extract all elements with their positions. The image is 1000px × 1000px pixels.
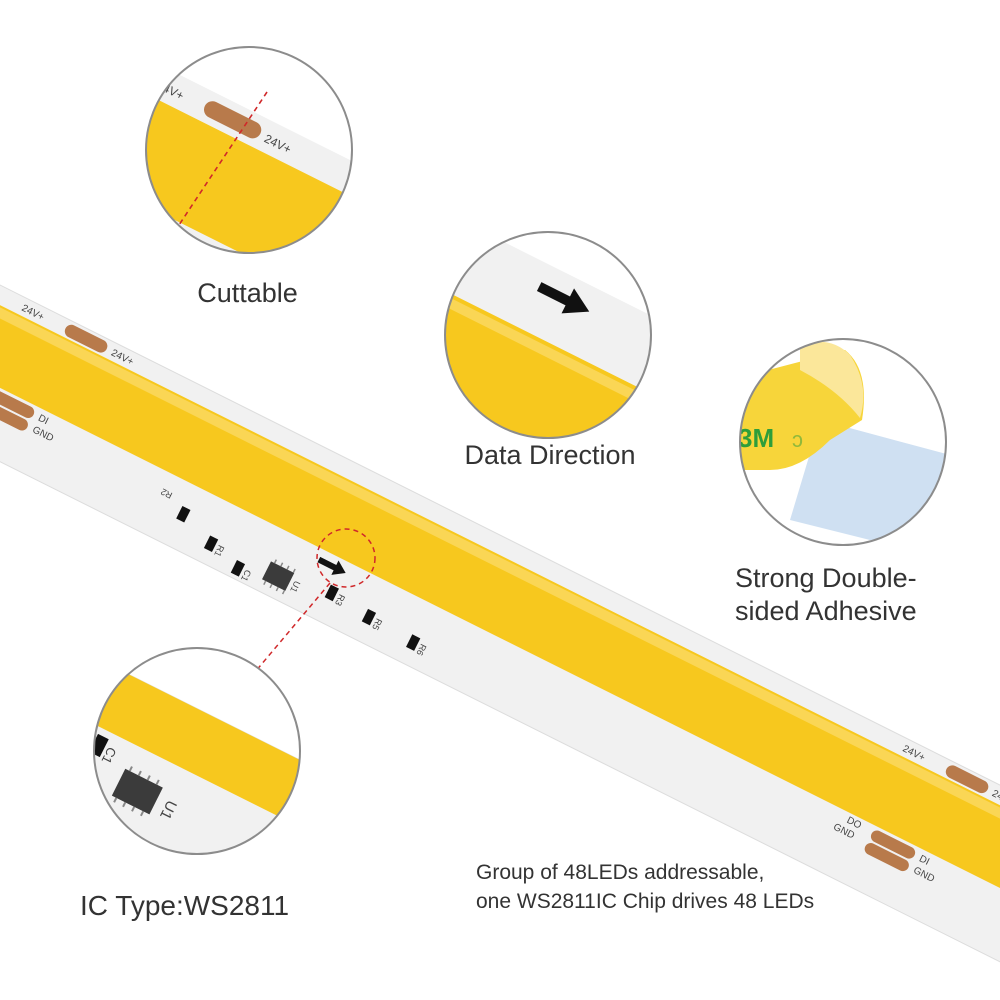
adhesive-brand-logo: 3M bbox=[738, 423, 774, 453]
copper-pad bbox=[0, 389, 35, 419]
ic-inset-label-u1: U1 bbox=[156, 797, 180, 822]
smd-components: R2 R1 C1 U1 R3 R5 R6 bbox=[159, 486, 428, 657]
copper-pad bbox=[146, 218, 161, 253]
copper-pad bbox=[204, 101, 262, 139]
inset-ic-type: C1 U1 bbox=[93, 647, 301, 855]
ws2811-chip bbox=[111, 768, 163, 815]
cut-label-di: DI bbox=[170, 231, 187, 249]
caption-data-direction: Data Direction bbox=[464, 440, 636, 470]
ic-highlight-circle bbox=[316, 528, 376, 588]
ic-leader-line bbox=[254, 582, 331, 673]
capacitor-c1 bbox=[230, 560, 246, 577]
resistor-r1 bbox=[203, 535, 219, 553]
caption-group-line2: one WS2811IC Chip drives 48 LEDs bbox=[476, 890, 815, 913]
cut-label-gnd-in: GND bbox=[163, 245, 193, 270]
pad-label-24v-right: 24V+ bbox=[990, 788, 1000, 808]
resistor-r2 bbox=[176, 505, 191, 523]
pad-label-di: DI bbox=[917, 853, 931, 867]
resistor-r3 bbox=[324, 584, 339, 602]
caption-ic-type: IC Type:WS2811 bbox=[80, 890, 290, 921]
caption-adhesive: Strong Double- sided Adhesive bbox=[735, 562, 995, 628]
label-r6: R6 bbox=[414, 642, 428, 657]
label-c1: C1 bbox=[239, 568, 253, 583]
copper-pad bbox=[945, 765, 989, 794]
cut-label-gnd-out: GND bbox=[67, 195, 97, 220]
caption-group-line1: Group of 48LEDs addressable, bbox=[476, 861, 765, 884]
svg-text:ↄ: ↄ bbox=[792, 427, 803, 452]
strip-cob-led bbox=[0, 274, 1000, 922]
label-r5: R5 bbox=[370, 617, 384, 632]
copper-pad bbox=[864, 843, 909, 872]
resistor-r5 bbox=[361, 608, 377, 626]
pad-label-di: DI bbox=[36, 413, 50, 427]
label-r3: R3 bbox=[333, 593, 347, 608]
ic-inset-label-c1: C1 bbox=[99, 745, 120, 767]
label-r2: R2 bbox=[159, 486, 174, 500]
inset-cuttable: 24V+ 24V+ DO GND DI GND bbox=[67, 46, 353, 270]
resistor-r6 bbox=[406, 634, 421, 651]
capacitor-c1 bbox=[94, 733, 109, 758]
copper-pad bbox=[64, 324, 108, 353]
cut-label-do: DO bbox=[80, 186, 102, 207]
label-r1: R1 bbox=[212, 544, 226, 559]
main-strip: 24V+ 24V+ DO GND DI GND R2 R1 C1 bbox=[0, 257, 1000, 982]
cut-line bbox=[176, 91, 268, 229]
strip-direction-arrow bbox=[317, 556, 346, 575]
data-direction-arrow-icon bbox=[536, 282, 590, 314]
ic-u1 bbox=[262, 561, 295, 591]
caption-cuttable: Cuttable bbox=[197, 278, 298, 308]
copper-pad bbox=[870, 830, 916, 859]
copper-pad bbox=[0, 402, 28, 431]
caption-group: Group of 48LEDs addressable, one WS2811I… bbox=[476, 858, 956, 916]
caption-adhesive-line1: Strong Double- bbox=[735, 563, 917, 593]
inset-adhesive: 3M ↄ bbox=[738, 338, 947, 546]
caption-adhesive-line2: sided Adhesive bbox=[735, 596, 917, 626]
label-u1: U1 bbox=[288, 579, 302, 594]
